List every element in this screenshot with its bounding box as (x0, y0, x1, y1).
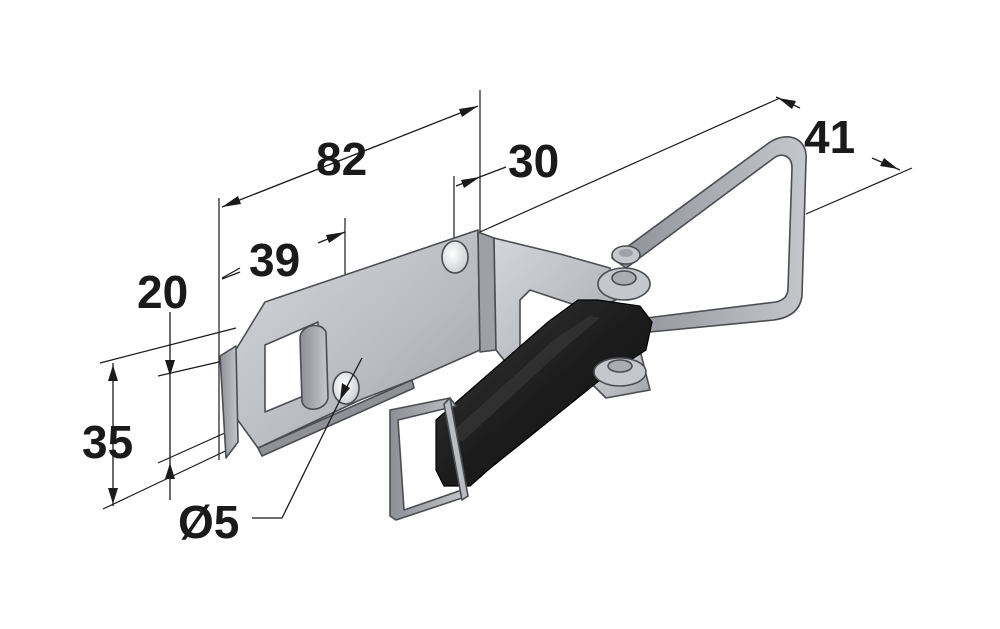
keeper-staple-right (443, 397, 469, 501)
label-30: 30 (508, 135, 559, 187)
hasp-left-flange (219, 345, 239, 459)
hasp-plate (219, 229, 497, 459)
rubber-strap-body (435, 299, 653, 487)
plate-hole-upper (441, 240, 469, 274)
rivet-middle (597, 267, 651, 301)
rubber-strap (435, 299, 653, 487)
label-20: 20 (137, 266, 188, 318)
dim-leader-d5 (252, 357, 363, 519)
wire-loop-handle (611, 136, 807, 333)
hinge-bend (477, 231, 497, 353)
label-35: 35 (82, 416, 133, 468)
label-41: 41 (804, 111, 855, 163)
label-39: 39 (249, 234, 300, 286)
rivets (593, 245, 651, 387)
rivet-top (611, 245, 641, 265)
rubber-strap-highlight (452, 316, 600, 442)
label-d5: Ø5 (178, 496, 239, 548)
dim-line-39 (221, 271, 241, 280)
keeper-staple-frame (389, 397, 469, 521)
dimension-labels: 82 30 39 41 20 35 Ø5 (82, 111, 855, 548)
dim-line-82 (221, 105, 479, 208)
label-82: 82 (316, 133, 367, 185)
hasp-plate-edge (257, 379, 415, 457)
dimension-lines (108, 96, 901, 519)
rivet-bottom (593, 357, 647, 387)
staple-loop (299, 324, 329, 410)
keeper-staple (389, 397, 469, 521)
